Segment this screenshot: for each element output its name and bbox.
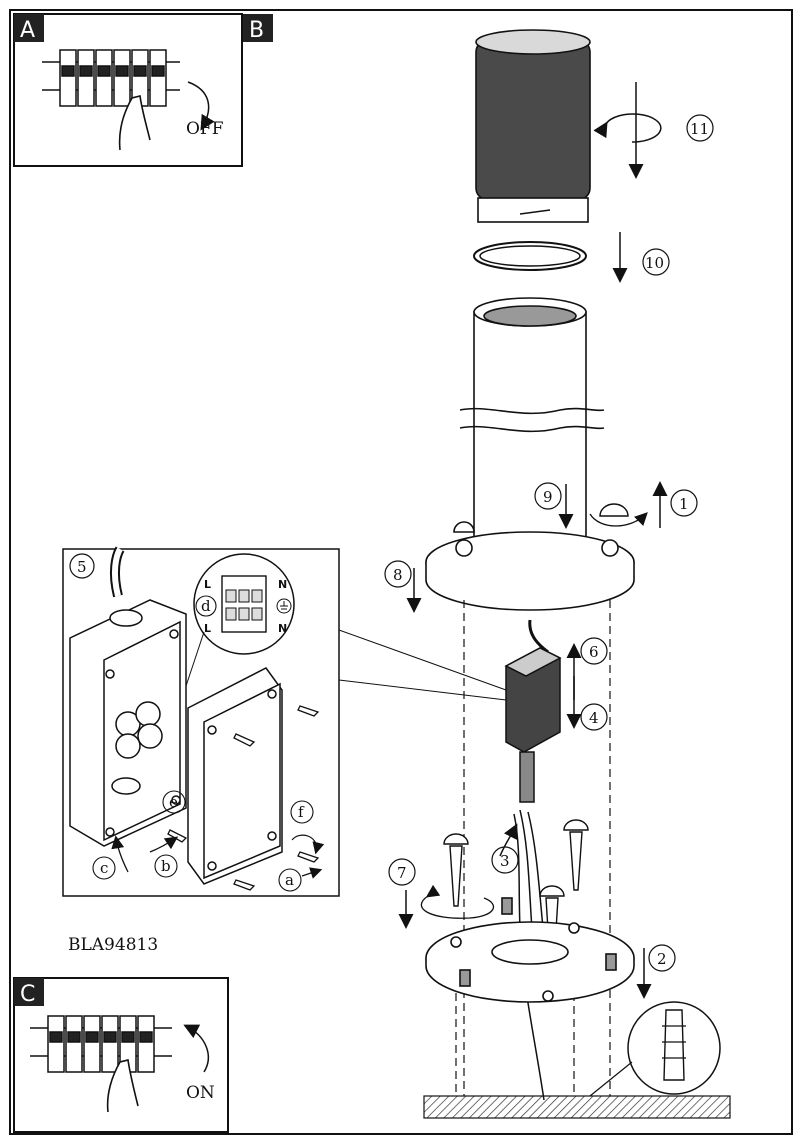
hand-c xyxy=(106,1059,139,1113)
terminal-l-bottom: L xyxy=(204,622,211,635)
terminal-l-top: L xyxy=(204,578,211,591)
terminal-block-zoom: L N L N d xyxy=(185,553,295,687)
callout-line-bottom xyxy=(338,679,507,701)
step-11: 11 xyxy=(690,120,709,138)
wiring-detail-panel: 5 xyxy=(62,546,507,897)
rotate-arrow-7 xyxy=(420,884,495,919)
arrow-b xyxy=(149,836,179,853)
panel-a-tag: A xyxy=(20,18,35,43)
wall-plug-detail xyxy=(589,1001,721,1097)
sub-step-b: b xyxy=(161,857,171,875)
base-plate xyxy=(425,897,635,1003)
step-9: 9 xyxy=(543,488,553,506)
ground-symbol-icon xyxy=(276,598,292,614)
sub-step-f: f xyxy=(298,803,305,821)
sub-step-a: a xyxy=(285,871,294,889)
panel-c-caption: ON xyxy=(186,1083,215,1103)
outer-frame xyxy=(9,9,793,1135)
lamp-head xyxy=(475,29,591,223)
sub-step-e: e xyxy=(169,793,178,811)
panel-b: B xyxy=(243,14,273,43)
pull-arrow-3 xyxy=(499,823,518,857)
panel-b-tag: B xyxy=(249,18,264,43)
breaker-panel-c xyxy=(30,1015,172,1073)
box-cover xyxy=(187,667,283,885)
step-5: 5 xyxy=(77,558,87,576)
junction-box xyxy=(69,599,187,847)
sub-step-c: c xyxy=(100,859,108,877)
step-10: 10 xyxy=(645,254,664,272)
step-4: 4 xyxy=(589,709,599,727)
step-6: 6 xyxy=(589,643,599,661)
arrow-f xyxy=(291,834,325,855)
model-code: BLA94813 xyxy=(68,935,158,955)
panel-c: C ON xyxy=(13,977,229,1133)
panel-c-tag: C xyxy=(20,982,35,1007)
seal-ring xyxy=(473,241,587,271)
step-1: 1 xyxy=(679,495,689,513)
connector-box xyxy=(504,619,562,803)
hand-a xyxy=(118,95,151,151)
ground xyxy=(423,1095,731,1119)
step-3: 3 xyxy=(500,852,510,870)
cap-nut xyxy=(599,503,629,517)
panel-a: A OFF xyxy=(13,13,243,167)
step-7: 7 xyxy=(397,864,407,882)
arrow-a xyxy=(301,867,323,879)
terminal-n-top: N xyxy=(278,578,287,591)
turn-off-arrow xyxy=(187,81,215,131)
rotate-arrow-1 xyxy=(589,512,648,527)
callout-line-top xyxy=(338,629,507,691)
panel-a-caption: OFF xyxy=(186,119,224,139)
cover-screws xyxy=(167,705,320,891)
step-8: 8 xyxy=(393,566,403,584)
breaker-panel-a xyxy=(42,49,180,107)
rotate-arrow-11 xyxy=(593,113,662,143)
terminal-n-bottom: N xyxy=(278,622,287,635)
step-2: 2 xyxy=(657,950,667,968)
arrow-c xyxy=(111,835,129,873)
sub-step-d: d xyxy=(201,597,211,615)
turn-on-arrow xyxy=(183,1024,209,1073)
post-body xyxy=(425,297,635,611)
